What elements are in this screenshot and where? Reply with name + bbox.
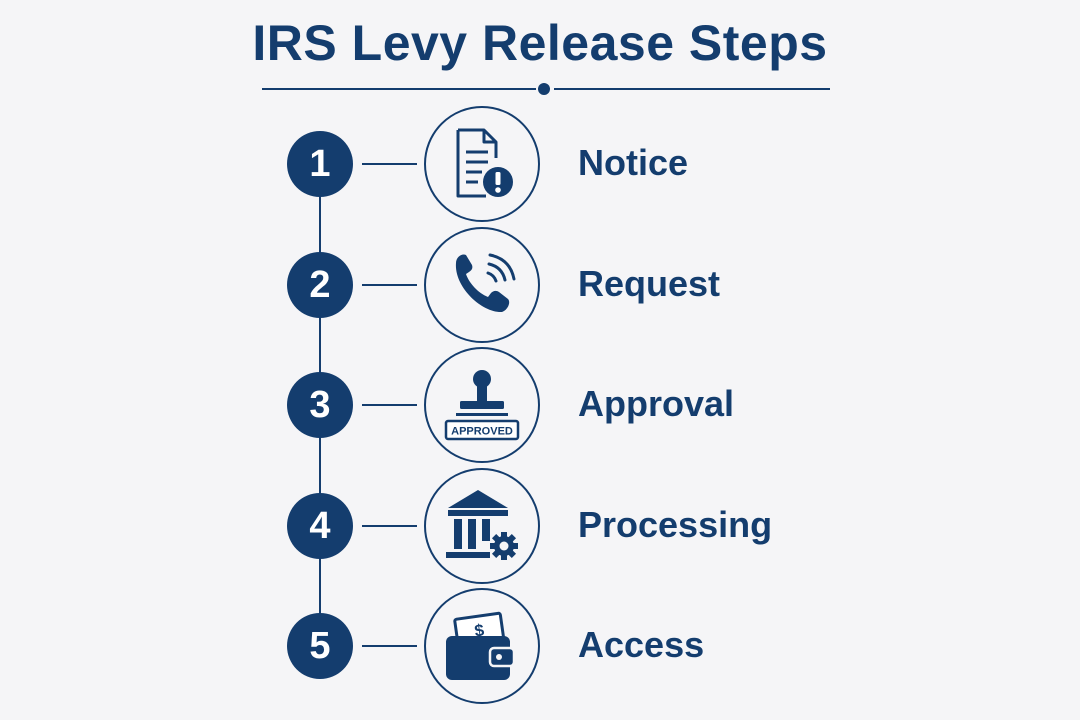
step-icon-circle: [424, 106, 540, 222]
page-title: IRS Levy Release Steps: [252, 15, 828, 71]
step-icon-circle: $: [424, 588, 540, 704]
divider-line-left: [262, 88, 536, 90]
step-3: 3 APPROVED Approval: [0, 347, 1080, 463]
step-icon-circle: [424, 227, 540, 343]
step-label: Access: [578, 624, 705, 665]
step-connector: [362, 404, 417, 406]
step-label: Approval: [578, 383, 735, 424]
divider-line-right: [554, 88, 830, 90]
step-icon-circle: APPROVED: [424, 347, 540, 463]
step-2: 2 Request: [0, 227, 1080, 343]
step-label: Request: [578, 263, 721, 304]
bank-gear-icon: [446, 490, 518, 560]
wallet-money-icon: $: [446, 611, 516, 680]
dollar-sign: $: [473, 620, 486, 640]
step-connector: [362, 284, 417, 286]
step-label: Notice: [578, 142, 689, 183]
step-icon-circle: [424, 468, 540, 584]
divider-dot: [538, 83, 550, 95]
stamp-text: APPROVED: [451, 426, 513, 438]
document-alert-icon: [456, 128, 513, 198]
phone-call-icon: [455, 253, 516, 313]
step-number-badge: 1: [287, 131, 353, 197]
step-connector: [362, 163, 417, 165]
step-number-badge: 2: [287, 252, 353, 318]
title-divider: [262, 80, 830, 98]
step-1: 1 Notice: [0, 106, 1080, 222]
step-connector: [362, 645, 417, 647]
approved-stamp-icon: APPROVED: [444, 370, 520, 441]
step-label: Processing: [578, 504, 773, 545]
step-number-badge: 5: [287, 613, 353, 679]
step-5: 5 $ Access: [0, 588, 1080, 704]
step-connector: [362, 525, 417, 527]
step-number-badge: 3: [287, 372, 353, 438]
step-4: 4: [0, 468, 1080, 584]
step-number-badge: 4: [287, 493, 353, 559]
